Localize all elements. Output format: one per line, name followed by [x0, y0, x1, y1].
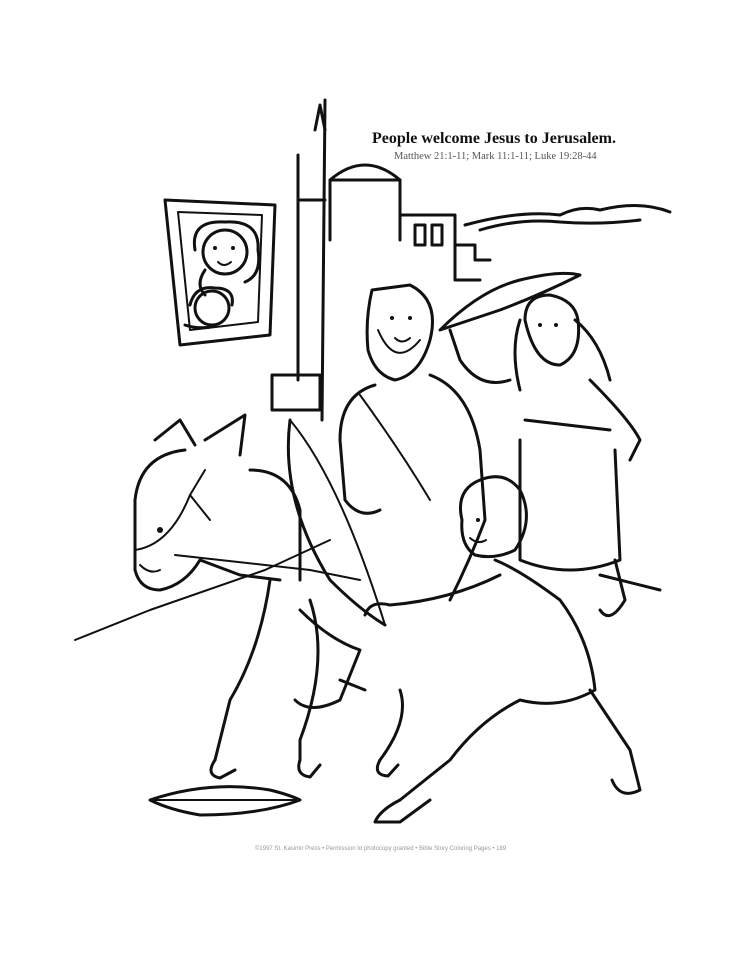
scripture-reference: Matthew 21:1-11; Mark 11:1-11; Luke 19:2… — [394, 151, 597, 162]
man-figure — [438, 271, 642, 618]
city-background — [270, 103, 672, 412]
fallen-leaf — [148, 785, 302, 817]
ground-lines — [74, 539, 662, 641]
page-title: People welcome Jesus to Jerusalem. — [372, 130, 616, 147]
wall-edge — [320, 98, 327, 422]
boy-figure — [363, 475, 642, 824]
window-scene — [163, 198, 277, 347]
copyright-footer: ©1997 St. Kasimir Press • Permission to … — [255, 846, 507, 852]
palm-branch — [286, 418, 387, 627]
donkey — [133, 413, 404, 780]
jesus-figure — [293, 283, 487, 709]
